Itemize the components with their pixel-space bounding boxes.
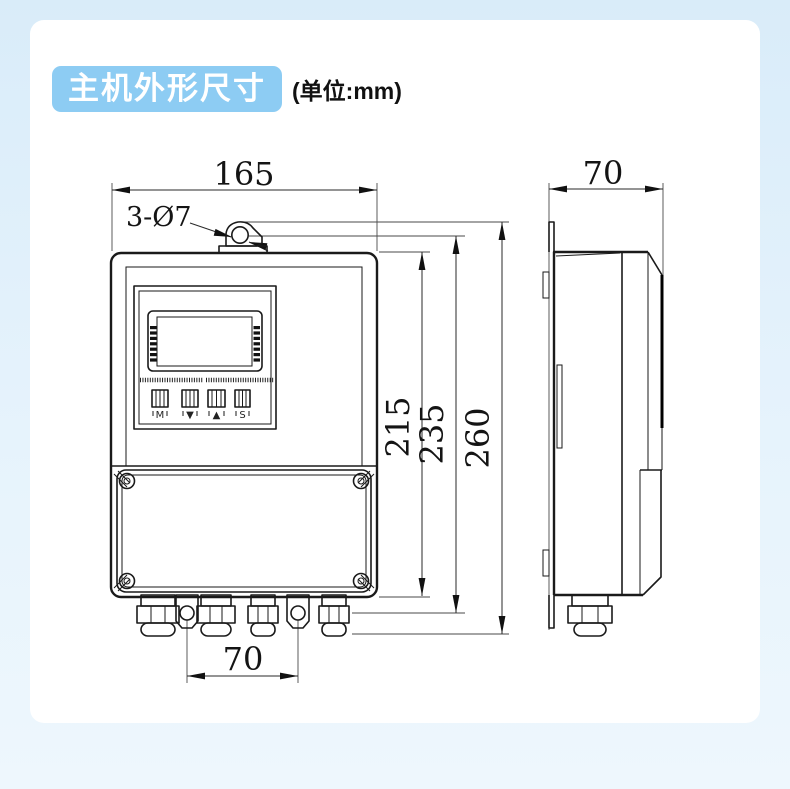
dim-hole-height-label: 235 (413, 403, 451, 464)
lug-hole (231, 226, 250, 245)
display-panel: M ▼ ▲ S (133, 285, 277, 430)
dim-body-height: 215 (379, 252, 426, 596)
extension-lines (111, 183, 509, 683)
front-view: 165 3-Ø7 (109, 155, 509, 683)
side-view: 70 (542, 154, 664, 637)
button-menu-glyph: M (156, 410, 165, 421)
button-up: ▲ (207, 389, 226, 421)
dim-depth-label: 70 (583, 154, 624, 192)
button-menu: M (151, 389, 169, 421)
dim-mounting-holes: 3-Ø7 (126, 202, 269, 252)
unit-label: (单位:mm) (292, 78, 402, 104)
lcd-frame (147, 310, 263, 372)
hinge-profile (556, 364, 563, 449)
dim-gland-spacing-label: 70 (223, 640, 264, 678)
dim-hole-height: 235 (413, 236, 460, 613)
dim-width: 165 (112, 155, 377, 194)
holes-callout-label: 3-Ø7 (126, 202, 192, 233)
dim-total-height: 260 (459, 222, 506, 634)
button-up-glyph: ▲ (213, 410, 221, 421)
mounting-lug (218, 221, 268, 253)
mounting-tab (286, 594, 310, 629)
terminal-cover (113, 469, 375, 593)
button-down-glyph: ▼ (186, 410, 194, 421)
button-set: S (234, 389, 251, 421)
button-down: ▼ (181, 389, 199, 421)
section-title-badge: 主机外形尺寸 (52, 66, 282, 112)
cable-gland (136, 594, 180, 637)
dim-depth: 70 (549, 154, 663, 193)
wall-bracket (542, 221, 555, 629)
mounting-tab (175, 594, 199, 629)
dim-gland-spacing: 70 (187, 640, 298, 680)
tab-hole (179, 605, 195, 621)
section-header: 主机外形尺寸 (单位:mm) (52, 66, 402, 112)
dim-width-label: 165 (213, 155, 274, 193)
side-body (552, 250, 664, 597)
extension-lines (548, 183, 664, 630)
cable-gland (247, 594, 279, 637)
keypad: M ▼ ▲ S (151, 389, 251, 421)
cable-gland (196, 594, 236, 637)
button-set-glyph: S (239, 410, 245, 421)
dim-total-height-label: 260 (459, 407, 497, 468)
dim-body-height-label: 215 (379, 396, 417, 457)
cover-screws (118, 472, 370, 590)
lcd-zebra-strips (150, 326, 260, 362)
cable-gland (318, 594, 350, 637)
cable-glands-front (136, 594, 350, 637)
lcd-screen (156, 316, 253, 367)
tab-hole (290, 605, 306, 621)
cable-gland-side (567, 594, 613, 637)
enclosure-body (109, 251, 379, 599)
